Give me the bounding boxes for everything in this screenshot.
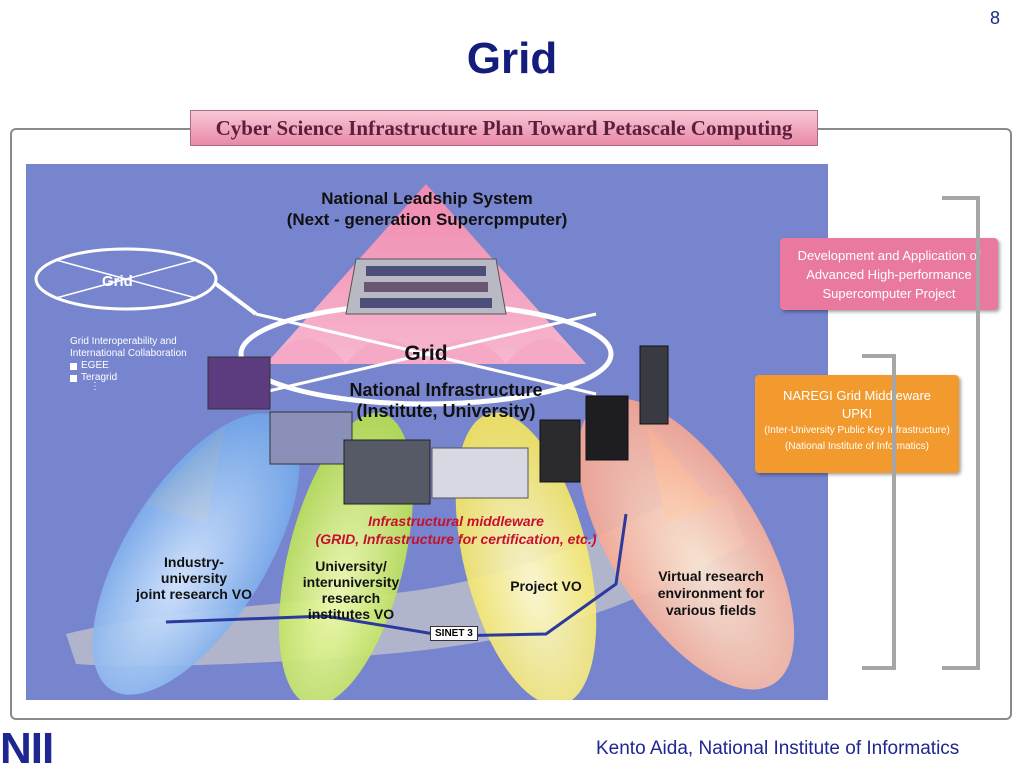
national-leadship-line: (Next - generation Supercpmputer): [286, 210, 568, 229]
interop-item-label: EGEE: [81, 360, 109, 371]
national-infrastructure-label: National Infrastructure (Institute, Univ…: [26, 380, 828, 422]
vo-line: university: [160, 570, 228, 586]
vo-line: University/: [315, 558, 387, 574]
national-leadship-label: National Leadship System (Next - generat…: [26, 188, 828, 230]
server-rack: [269, 411, 353, 465]
industry-vo-petal: [92, 413, 300, 695]
server-rack: [431, 447, 529, 499]
slide-title: Grid: [466, 34, 558, 83]
outer-bracket: [942, 196, 980, 670]
diagram-canvas: National Leadship System (Next - generat…: [26, 164, 828, 700]
interop-more: ⋮: [90, 381, 100, 392]
middleware-line: (GRID, Infrastructure for certification,…: [315, 531, 597, 547]
grid-connector: [214, 282, 258, 316]
vo-line: Industry-: [164, 554, 224, 570]
server-rack: [539, 419, 581, 483]
footer-credit: Kento Aida, National Institute of Inform…: [596, 738, 960, 759]
national-leadship-line: National Leadship System: [321, 189, 533, 208]
national-infrastructure-line: (Institute, University): [356, 401, 536, 421]
interop-block: Grid Interoperability and International …: [70, 336, 230, 392]
pyramid-scallops: [266, 339, 586, 364]
interop-heading: International Collaboration: [70, 348, 187, 359]
inner-bracket: [862, 354, 896, 670]
naregi-box: NAREGI Grid Middleware UPKI (Inter-Unive…: [755, 375, 959, 473]
virtual-vo-petal: [577, 398, 795, 690]
server-rack: [207, 356, 271, 410]
server-rack: [639, 345, 669, 425]
square-bullet-icon: [70, 362, 77, 370]
server-rack: [585, 395, 629, 461]
vo-line: various fields: [665, 602, 757, 618]
vo-line: environment for: [657, 585, 765, 601]
interop-item-label: Teragrid: [81, 372, 118, 383]
sinet-line: [165, 513, 628, 638]
nii-line: (National Institute of Informatics): [785, 441, 929, 452]
vo-line: institutes VO: [307, 606, 395, 622]
small-grid-cross-2: [55, 259, 197, 299]
vo-line: research: [321, 590, 381, 606]
virtual-vo-label: Virtual research environment for various…: [646, 568, 776, 619]
interop-heading: Grid Interoperability and: [70, 336, 177, 347]
interop-item: EGEE: [70, 360, 230, 372]
dev-box-line: Advanced High-performance: [806, 267, 972, 282]
naregi-line: NAREGI Grid Middleware: [782, 388, 932, 403]
diagram-illustration: [34, 184, 795, 700]
server-rack: [343, 439, 431, 505]
nii-logo: NII: [0, 724, 54, 773]
industry-vo-label: Industry- university joint research VO: [134, 554, 254, 602]
small-grid-ring: [34, 247, 218, 311]
vo-line: joint research VO: [136, 586, 252, 602]
dev-box-line: Supercomputer Project: [822, 286, 956, 301]
middleware-line: Infrastructural middleware: [368, 513, 544, 529]
project-vo-label: Project VO: [510, 578, 582, 594]
upki-desc-line: (Inter-University Public Key Infrastruct…: [764, 425, 950, 436]
middleware-label: Infrastructural middleware (GRID, Infras…: [306, 512, 606, 548]
small-grid-label: Grid: [102, 273, 133, 290]
sinet-label: SINET 3: [430, 626, 478, 641]
grid-ring-cross-2: [255, 312, 597, 396]
slide-number: 8: [990, 8, 1001, 28]
national-infrastructure-line: National Infrastructure: [349, 380, 543, 400]
japan-map-shape: [66, 494, 746, 666]
upki-line: UPKI: [841, 406, 873, 421]
interop-item: Teragrid: [70, 372, 230, 384]
square-bullet-icon: [70, 374, 77, 382]
dev-box-line: Development and Application of: [797, 248, 981, 263]
vo-line: interuniversity: [302, 574, 400, 590]
university-vo-label: University/ interuniversity research ins…: [296, 558, 406, 622]
grid-label: Grid: [404, 342, 448, 365]
leadship-supercomputer: [345, 258, 507, 315]
banner: Cyber Science Infrastructure Plan Toward…: [190, 110, 818, 146]
vo-line: Virtual research: [658, 568, 764, 584]
dev-project-box: Development and Application of Advanced …: [780, 238, 998, 310]
